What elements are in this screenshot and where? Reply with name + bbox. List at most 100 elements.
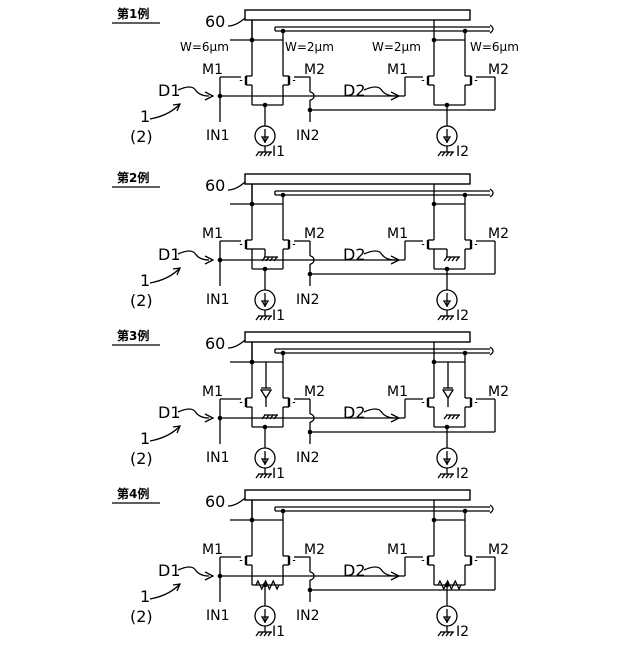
ground-hatch — [438, 316, 441, 320]
label-m2: M2 — [304, 384, 325, 400]
diff-pair-1 — [230, 184, 294, 320]
junction-dot — [281, 193, 286, 198]
label-d2: D2 — [343, 245, 366, 264]
width-label: W=6μm — [180, 40, 229, 54]
label-ref: 1 — [140, 429, 150, 448]
diff-pair-2 — [423, 20, 476, 156]
callout-arrow — [178, 87, 209, 96]
junction-dot — [463, 29, 468, 34]
label-m2: M2 — [304, 62, 325, 78]
label-i2: I2 — [456, 466, 469, 482]
diff-pair-1 — [230, 342, 294, 478]
callout-arrow — [150, 104, 180, 119]
diff-pair-2 — [423, 342, 476, 478]
junction-dot — [281, 351, 286, 356]
callout-arrow — [150, 584, 180, 599]
example-heading: 第3例 — [117, 328, 149, 343]
rail-60 — [245, 174, 470, 184]
label-i2: I2 — [456, 144, 469, 160]
junction-dot — [463, 193, 468, 198]
callout-arrow — [364, 87, 395, 96]
example-heading: 第2例 — [117, 170, 149, 185]
ground-hatch — [256, 474, 259, 478]
example-4: 第4例60M1M2M1M2D1D21(2)IN1IN2I1I2 — [112, 486, 509, 640]
label-d2: D2 — [343, 561, 366, 580]
ground-hatch — [256, 152, 259, 156]
rail-label: 60 — [205, 492, 225, 511]
resistor-icon — [256, 581, 279, 589]
callout-arrow — [150, 268, 180, 283]
callout-arrow — [364, 567, 395, 576]
junction-dot — [463, 351, 468, 356]
label-m2b: M2 — [488, 542, 509, 558]
example-heading: 第1例 — [117, 6, 149, 21]
rail-leader — [228, 340, 245, 348]
diff-pair-1 — [230, 500, 294, 636]
rail-60 — [245, 490, 470, 500]
label-in1: IN1 — [206, 128, 230, 144]
label-i1: I1 — [272, 144, 285, 160]
label-in2: IN2 — [296, 608, 320, 624]
bus-break — [490, 25, 493, 33]
example-heading: 第4例 — [117, 486, 149, 501]
label-d1: D1 — [158, 81, 181, 100]
callout-arrow — [178, 567, 209, 576]
label-i2: I2 — [456, 624, 469, 640]
label-m1b: M1 — [387, 384, 408, 400]
resistor-icon — [438, 581, 461, 589]
callout-arrow — [364, 251, 395, 260]
label-ref: 1 — [140, 587, 150, 606]
diff-pair-2 — [423, 500, 476, 636]
label-m2b: M2 — [488, 384, 509, 400]
label-ref: 1 — [140, 107, 150, 126]
label-m1b: M1 — [387, 226, 408, 242]
label-i2: I2 — [456, 308, 469, 324]
diode-icon — [261, 390, 271, 398]
label-d1: D1 — [158, 403, 181, 422]
label-in1: IN1 — [206, 292, 230, 308]
label-d2: D2 — [343, 81, 366, 100]
label-in2: IN2 — [296, 128, 320, 144]
label-i1: I1 — [272, 624, 285, 640]
label-ref-paren: (2) — [130, 291, 153, 310]
label-d1: D1 — [158, 561, 181, 580]
rail-label: 60 — [205, 12, 225, 31]
label-m1b: M1 — [387, 62, 408, 78]
ground-hatch — [256, 316, 259, 320]
label-i1: I1 — [272, 308, 285, 324]
diode-icon — [443, 390, 453, 398]
rail-60 — [245, 332, 470, 342]
label-m1: M1 — [202, 542, 223, 558]
rail-leader — [228, 498, 245, 506]
label-m2b: M2 — [488, 62, 509, 78]
label-in2: IN2 — [296, 450, 320, 466]
junction-dot — [281, 29, 286, 34]
ground-hatch — [444, 415, 447, 419]
junction-dot — [463, 509, 468, 514]
label-in1: IN1 — [206, 450, 230, 466]
label-m1b: M1 — [387, 542, 408, 558]
junction-dot — [281, 509, 286, 514]
example-3: 第3例60M1M2M1M2D1D21(2)IN1IN2I1I2 — [112, 328, 509, 482]
width-label: W=2μm — [285, 40, 334, 54]
ground-hatch — [444, 257, 447, 261]
label-m2: M2 — [304, 542, 325, 558]
label-d2: D2 — [343, 403, 366, 422]
diff-pair-2 — [423, 184, 476, 320]
width-label: W=2μm — [372, 40, 421, 54]
ground-hatch — [256, 632, 259, 636]
label-d1: D1 — [158, 245, 181, 264]
rail-label: 60 — [205, 176, 225, 195]
callout-arrow — [178, 251, 209, 260]
label-ref-paren: (2) — [130, 449, 153, 468]
ground-hatch — [438, 152, 441, 156]
label-m2b: M2 — [488, 226, 509, 242]
callout-arrow — [178, 409, 209, 418]
callout-arrow — [150, 426, 180, 441]
label-ref: 1 — [140, 271, 150, 290]
rail-leader — [228, 182, 245, 190]
width-label: W=6μm — [470, 40, 519, 54]
bus-break — [490, 505, 493, 513]
